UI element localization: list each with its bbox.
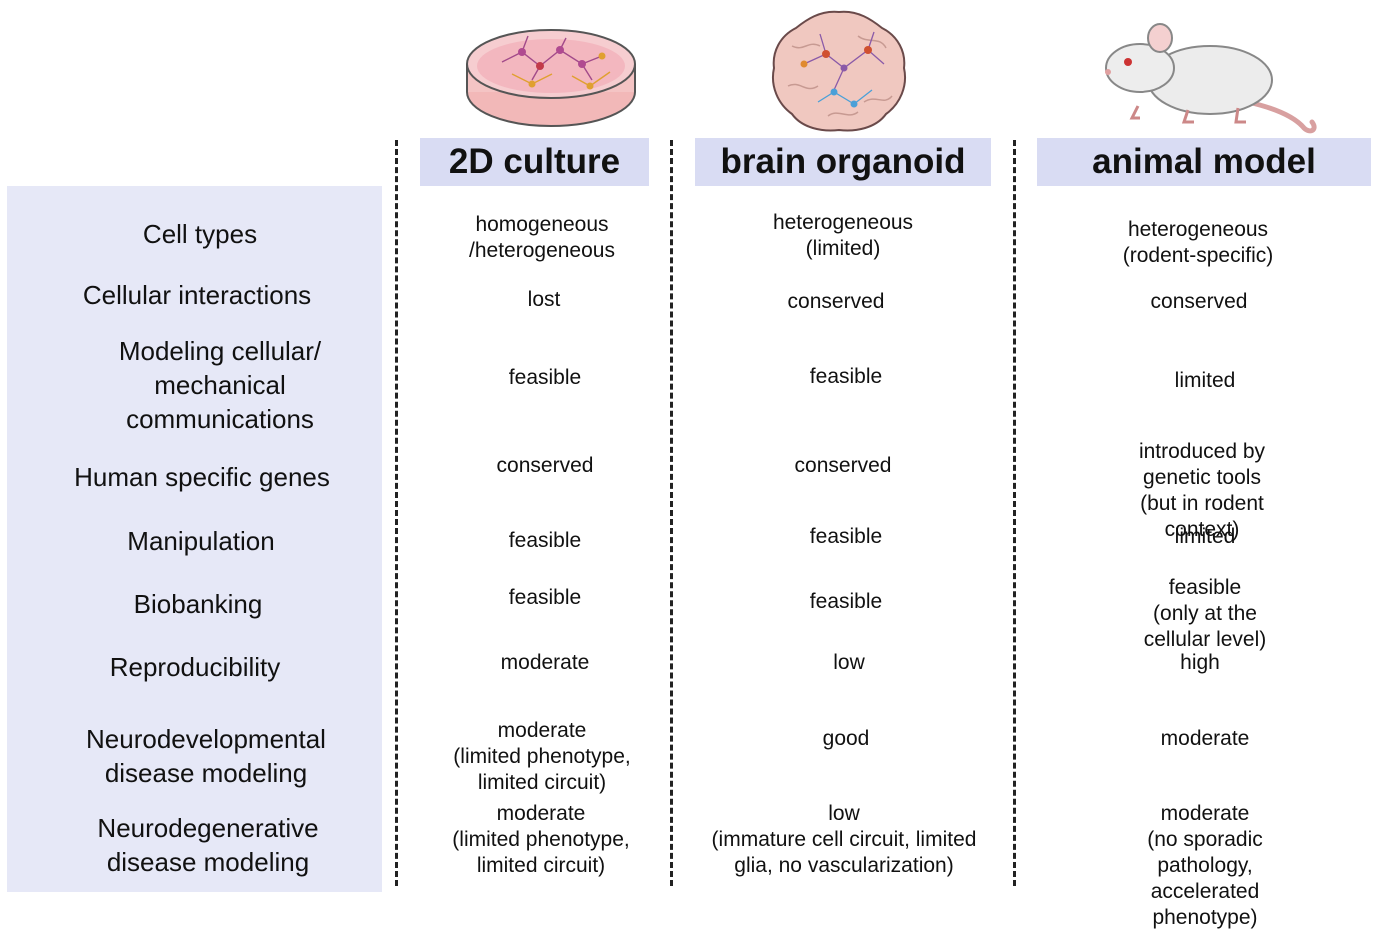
column-divider	[1013, 140, 1016, 886]
cell-animal-reproducibility: high	[1180, 651, 1220, 674]
row-label-neurodevelopmental: Neurodevelopmental disease modeling	[86, 724, 326, 788]
column-header-brain-organoid: brain organoid	[695, 138, 991, 186]
cell-animal-cell-types: heterogeneous (rodent-specific)	[1122, 218, 1274, 267]
column-header-animal-model: animal model	[1037, 138, 1371, 186]
row-label-panel	[7, 186, 382, 892]
cell-2d-reproducibility: moderate	[500, 651, 590, 674]
cell-2d-cell-types: homogeneous /heterogeneous	[469, 213, 615, 262]
cell-2d-neurodevelopmental: moderate (limited phenotype, limited cir…	[453, 719, 631, 794]
row-label-biobanking: Biobanking	[133, 589, 263, 619]
cell-organoid-cellular-interactions: conserved	[787, 290, 885, 313]
cell-2d-modeling: feasible	[508, 366, 582, 389]
cell-organoid-cell-types: heterogeneous (limited)	[772, 211, 914, 260]
row-label-manipulation: Manipulation	[127, 526, 275, 556]
cell-organoid-biobanking: feasible	[809, 590, 883, 613]
cell-animal-human-genes: introduced by genetic tools (but in rode…	[1138, 440, 1266, 541]
cell-animal-neurodegenerative: moderate (no sporadic pathology, acceler…	[1147, 802, 1263, 929]
column-divider	[395, 140, 398, 886]
cell-2d-human-genes: conserved	[496, 454, 594, 477]
column-header-2d-culture: 2D culture	[420, 138, 649, 186]
cell-animal-modeling: limited	[1174, 369, 1236, 392]
cell-2d-biobanking: feasible	[508, 586, 582, 609]
row-label-cell-types: Cell types	[142, 219, 258, 249]
petri-dish-icon	[466, 29, 636, 127]
row-label-human-specific-genes: Human specific genes	[74, 462, 330, 492]
mouse-icon	[1105, 23, 1317, 134]
column-divider	[670, 140, 673, 886]
cell-2d-neurodegenerative: moderate (limited phenotype, limited cir…	[452, 802, 630, 877]
cell-organoid-reproducibility: low	[833, 651, 865, 674]
cell-animal-cellular-interactions: conserved	[1150, 290, 1248, 313]
row-label-neurodegenerative: Neurodegenerative disease modeling	[97, 813, 319, 877]
cell-animal-manipulation: limited	[1174, 525, 1236, 548]
row-label-cellular-interactions: Cellular interactions	[82, 280, 312, 310]
cell-organoid-manipulation: feasible	[809, 525, 883, 548]
cell-organoid-neurodegenerative: low (immature cell circuit, limited glia…	[711, 802, 977, 877]
row-label-reproducibility: Reproducibility	[109, 652, 281, 682]
cell-2d-cellular-interactions: lost	[527, 288, 561, 311]
cell-2d-manipulation: feasible	[508, 529, 582, 552]
cell-organoid-modeling: feasible	[809, 365, 883, 388]
cell-organoid-neurodevelopmental: good	[822, 727, 870, 750]
cell-organoid-human-genes: conserved	[794, 454, 892, 477]
cell-animal-biobanking: feasible (only at the cellular level)	[1143, 576, 1267, 651]
cell-animal-neurodevelopmental: moderate	[1160, 727, 1250, 750]
brain-organoid-icon	[772, 10, 906, 132]
row-label-modeling-communications: Modeling cellular/ mechanical communicat…	[118, 336, 322, 434]
